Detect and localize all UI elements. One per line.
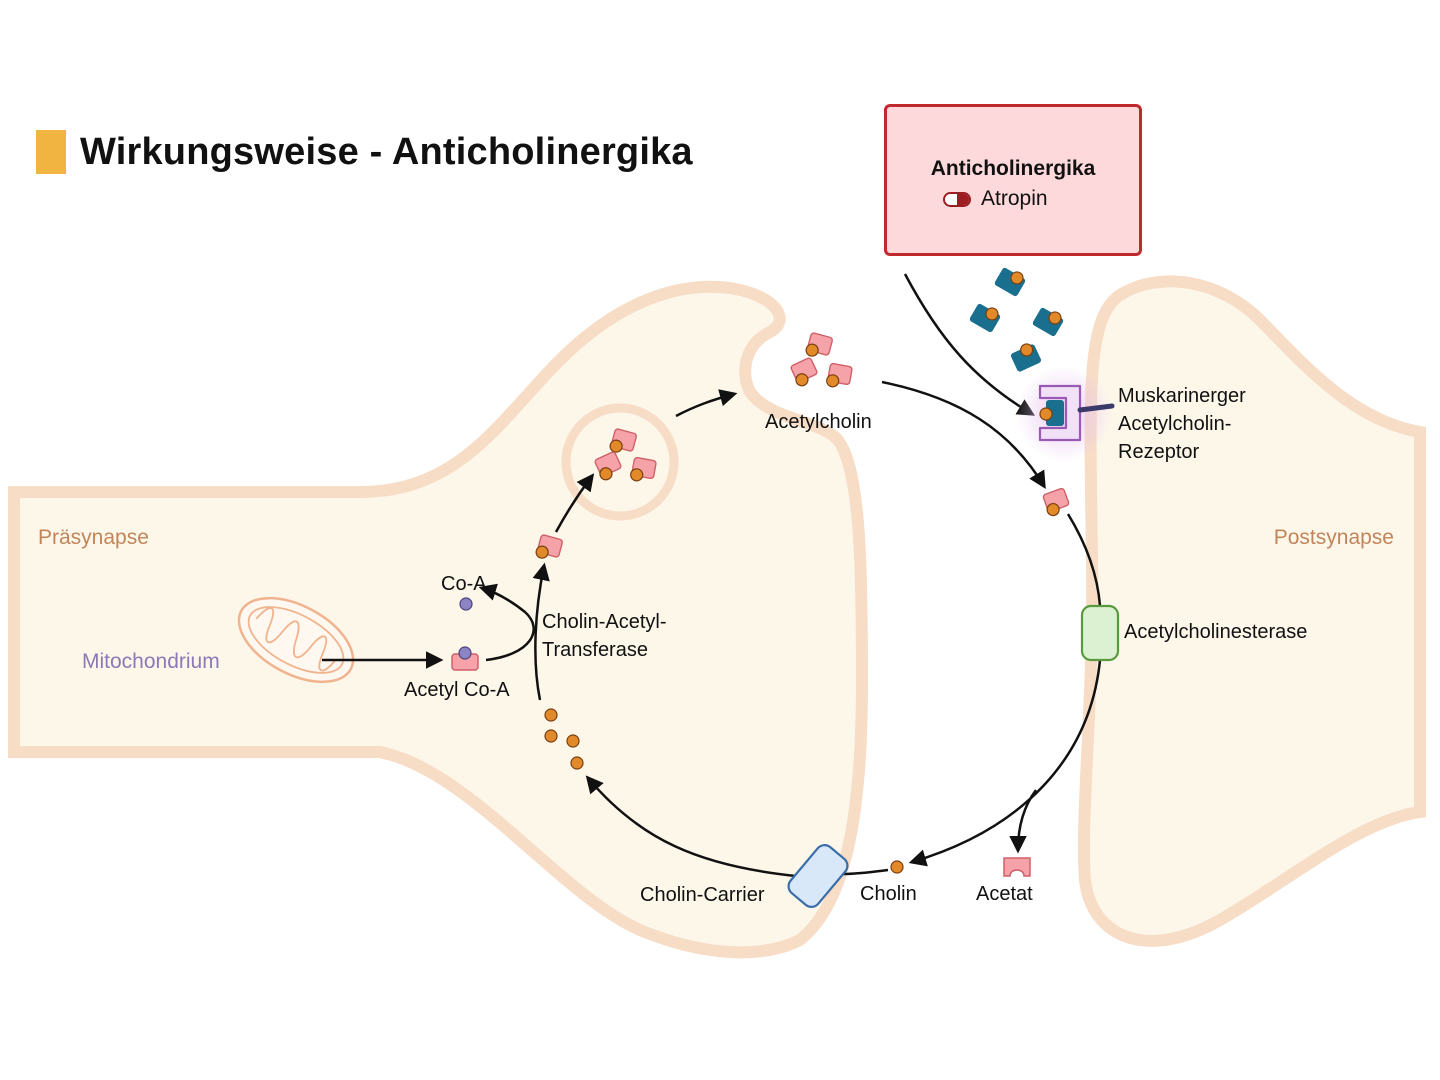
bound-antagonist-icon [1039,400,1064,426]
title-block: Wirkungsweise - Anticholinergika [36,130,693,174]
arrow-synthesis-up [532,562,550,701]
acetylcholine-molecule [1042,487,1070,517]
arrow-to-coa [478,583,535,662]
coa-label: Co-A [441,573,487,595]
esterase-label: Acetylcholinesterase [1124,621,1307,643]
arrow-esterase-to-choline [908,659,1102,867]
choline-molecule [570,756,584,770]
antagonist-molecule [1032,307,1064,337]
acetylcholine-molecule [535,534,563,559]
presynaptic-membrane [8,280,869,959]
postsynaptic-membrane [1077,275,1426,947]
choline-molecule [544,729,558,743]
mitochondrion-label: Mitochondrium [82,650,220,673]
acetylcholine-molecule [805,332,833,357]
arrow-to-acetate [1009,789,1038,854]
receptor-label-line2: Acetylcholin- [1118,413,1231,435]
transferase-label-line2: Transferase [542,639,648,661]
acetylcholine-molecule [826,363,853,388]
page-title: Wirkungsweise - Anticholinergika [80,130,693,173]
antagonist-molecule [969,303,1001,333]
coa-icon [459,597,473,611]
acetylcholinesterase-icon [1080,604,1120,662]
drug-name: Atropin [981,187,1048,210]
acetylcholine-label: Acetylcholin [765,411,872,433]
choline-carrier-icon [787,844,849,908]
acetyl-coa-icon [451,646,479,671]
drug-class-box: Anticholinergika Atropin [884,104,1142,256]
acetylcholine-molecule [594,451,622,481]
postsynapse-label: Postsynapse [1274,526,1394,549]
acetate-icon [1003,857,1031,877]
arrow-drug-to-receptor [903,273,1036,416]
vesicle [561,403,679,521]
antagonist-molecule [994,267,1026,297]
carrier-label: Cholin-Carrier [640,884,765,906]
acetylcholine-molecule [630,457,657,482]
muscarinic-receptor-icon [1038,384,1115,442]
drug-item: Atropin [943,187,1048,211]
presynapse-label: Präsynapse [38,526,149,549]
receptor-label-line1: Muskarinerger [1118,385,1246,407]
title-accent-bar [36,130,66,174]
antagonist-molecule [1010,343,1042,372]
drug-class-heading: Anticholinergika [930,157,1096,180]
transferase-label-line1: Cholin-Acetyl- [542,611,666,633]
choline-molecule [566,734,580,748]
choline-label: Cholin [860,883,917,905]
line-ach-to-esterase [1066,513,1102,607]
acetylcholine-molecule [609,428,637,453]
acetylcholine-molecule [790,357,818,387]
arrow-to-vesicle [554,473,595,533]
choline-molecule [890,860,904,874]
choline-molecule [544,708,558,722]
receptor-label-line3: Rezeptor [1118,441,1199,463]
line-choline-to-carrier [841,868,889,876]
arrow-carrier-to-recycle [585,775,797,878]
pill-icon [943,191,971,207]
molecules-group [535,267,1070,874]
arrow-ach-to-cleft [881,380,1046,489]
acetate-label: Acetat [976,883,1033,905]
acetyl-coa-label: Acetyl Co-A [404,679,510,701]
arrow-vesicle-release [675,389,738,418]
